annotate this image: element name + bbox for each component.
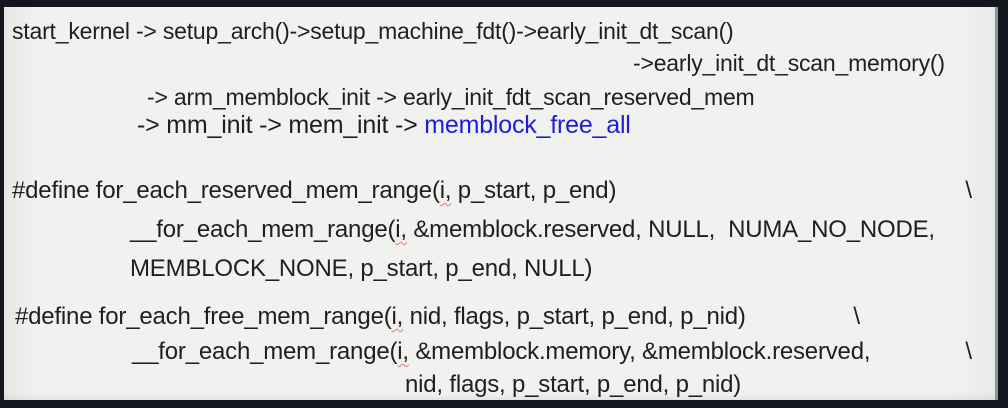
define-reserved-mem-range-line-2: __for_each_mem_range(i, &memblock.reserv… (130, 216, 935, 245)
code-segment: ->early_init_dt_scan_memory() (633, 50, 945, 76)
code-segment: nid, flags, p_start, p_end, p_nid) (405, 371, 742, 398)
code-segment: i, (439, 177, 452, 204)
call-chain-line-2: ->early_init_dt_scan_memory() (633, 50, 945, 78)
define-free-mem-range-line-3: nid, flags, p_start, p_end, p_nid) (405, 371, 741, 400)
code-segment: #define for_each_free_mem_range( (15, 303, 392, 330)
define-free-mem-range-line-1: #define for_each_free_mem_range(i, nid, … (15, 303, 746, 332)
code-segment: memblock_free_all (424, 111, 631, 139)
code-segment: i, (397, 338, 409, 365)
code-segment: &memblock.memory, &memblock.reserved, (408, 338, 871, 365)
code-segment: MEMBLOCK_NONE, p_start, p_end, NULL) (130, 255, 593, 282)
code-segment: __for_each_mem_range( (130, 216, 396, 243)
call-chain-line-1: start_kernel -> setup_arch()->setup_mach… (12, 18, 734, 46)
line-continuation-backslash: \ (965, 177, 972, 204)
code-segment: -> arm_memblock_init -> early_init_fdt_s… (147, 84, 755, 110)
line-continuation-backslash: \ (853, 303, 860, 330)
line-continuation-backslash: \ (965, 338, 972, 365)
define-free-mem-range-line-2: __for_each_mem_range(i, &memblock.memory… (132, 338, 871, 367)
define-reserved-mem-range-line-3: MEMBLOCK_NONE, p_start, p_end, NULL) (130, 255, 593, 284)
code-segment: &memblock.reserved, NULL, NUMA_NO_NODE, (406, 216, 935, 243)
code-segment: start_kernel -> setup_arch()->setup_mach… (12, 18, 734, 44)
code-segment: -> mm_init -> mem_init -> (137, 111, 425, 139)
define-reserved-mem-range-line-1: #define for_each_reserved_mem_range(i, p… (12, 177, 616, 206)
code-segment: __for_each_mem_range( (132, 338, 398, 365)
slide-background (4, 7, 998, 400)
code-segment: i, (391, 303, 404, 330)
code-segment: p_start, p_end) (451, 177, 617, 204)
call-chain-line-4: -> mm_init -> mem_init -> memblock_free_… (137, 110, 631, 140)
code-segment: i, (395, 216, 407, 243)
code-segment: #define for_each_reserved_mem_range( (12, 177, 440, 204)
call-chain-line-3: -> arm_memblock_init -> early_init_fdt_s… (147, 84, 755, 112)
code-segment: nid, flags, p_start, p_end, p_nid) (403, 303, 746, 330)
